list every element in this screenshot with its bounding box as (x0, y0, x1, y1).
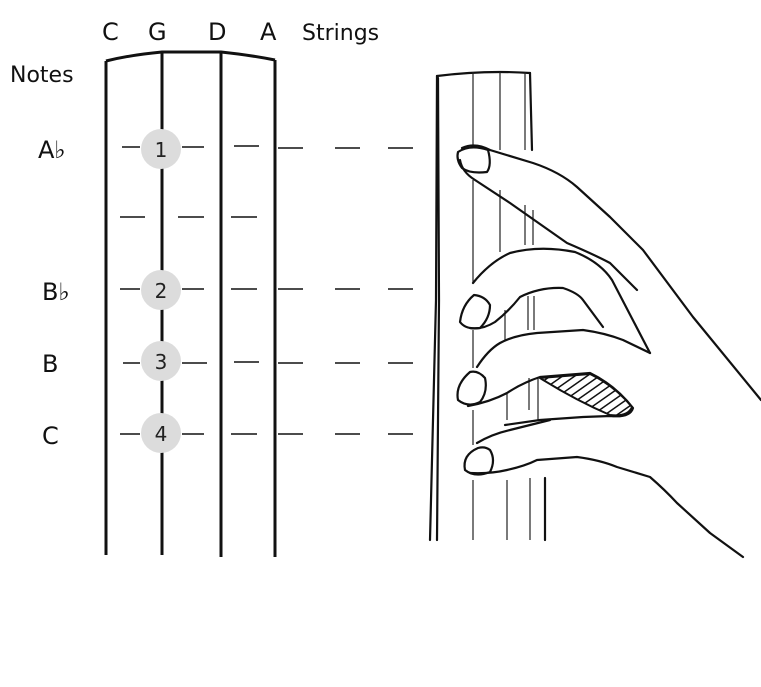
finger-marker-4: 4 (141, 413, 181, 453)
dash-row-4 (123, 361, 413, 364)
middle-finger (458, 247, 652, 355)
string-label-d: D (208, 18, 226, 46)
finger-marker-2: 2 (141, 270, 181, 310)
fingernail (456, 370, 487, 406)
violin-neck (428, 70, 547, 542)
strings-title: Strings (302, 21, 379, 46)
ring-finger (456, 328, 652, 427)
index-finger (456, 144, 761, 402)
note-label: A♭ (38, 136, 66, 164)
string-label-c: C (102, 18, 119, 46)
string-label-g: G (148, 18, 167, 46)
palm-shading (536, 372, 634, 417)
finger-number: 2 (155, 279, 168, 303)
dash-row-1 (122, 145, 413, 149)
fingernail (463, 446, 495, 476)
hand-on-neck-illustration (428, 70, 761, 559)
finger-number: 4 (155, 422, 168, 446)
finger-number: 1 (155, 138, 168, 162)
string-label-a: A (260, 18, 277, 46)
finger-marker-3: 3 (141, 341, 181, 381)
finger-marker-1: 1 (141, 129, 181, 169)
nut-arc (105, 50, 276, 63)
fingernail (458, 293, 492, 330)
little-finger (463, 418, 745, 559)
fingernail (456, 146, 491, 174)
note-label: B♭ (42, 278, 70, 306)
note-label: C (42, 422, 59, 450)
position-dashes (120, 145, 413, 435)
note-label: B (42, 350, 58, 378)
notes-title: Notes (10, 63, 74, 88)
finger-number: 3 (155, 350, 168, 374)
